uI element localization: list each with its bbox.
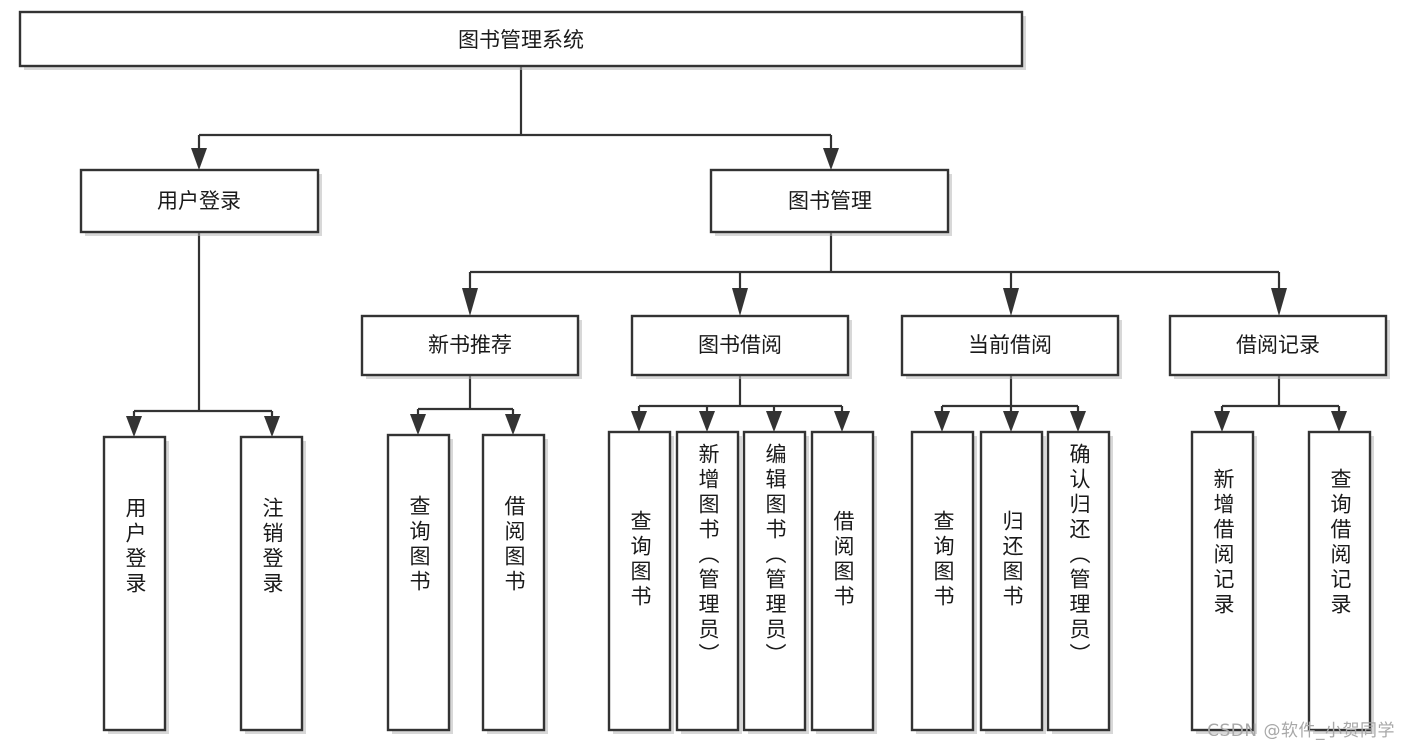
arrow-head-login-leaf-2 — [264, 416, 280, 437]
node-new-book-recommend[interactable]: 新书推荐 — [360, 314, 582, 379]
book-borrow-label: 图书借阅 — [698, 333, 782, 357]
arrow-head-cb-leaf-1 — [934, 411, 950, 432]
book-borrow-box — [630, 314, 850, 377]
node-book-borrow[interactable]: 图书借阅 — [630, 314, 852, 379]
leaf-borrow-record-2[interactable] — [1307, 430, 1374, 734]
arrow-head-br-leaf-2 — [1331, 411, 1347, 432]
leaf-box — [675, 430, 740, 732]
root-box — [18, 10, 1024, 68]
arrow-head-new-book — [462, 288, 478, 316]
leaf-box — [1190, 430, 1255, 732]
leaf-box — [239, 435, 304, 732]
leaf-new-book-recommend-1[interactable] — [386, 433, 453, 734]
leaf-new-book-recommend-2[interactable] — [481, 433, 548, 734]
arrow-head-login-leaf-1 — [126, 416, 142, 437]
leaf-box — [102, 435, 167, 732]
leaf-box — [607, 430, 672, 732]
arrow-head-bb-leaf-2 — [699, 411, 715, 432]
leaf-book-borrow-3[interactable] — [742, 430, 809, 734]
node-current-borrow[interactable]: 当前借阅 — [900, 314, 1122, 379]
node-root[interactable]: 图书管理系统 — [18, 10, 1026, 70]
new-book-recommend-box — [360, 314, 580, 377]
arrow-head-bb-leaf-4 — [834, 411, 850, 432]
arrow-head-book-borrow — [732, 288, 748, 316]
csdn-watermark: CSDN @软件_小贺同学 — [1207, 721, 1395, 741]
node-user-login[interactable]: 用户登录 — [79, 168, 322, 236]
node-book-management[interactable]: 图书管理 — [709, 168, 952, 236]
leaf-current-borrow-2[interactable] — [979, 430, 1046, 734]
book-management-label: 图书管理 — [788, 189, 872, 213]
leaf-book-borrow-2[interactable] — [675, 430, 742, 734]
arrow-head-bb-leaf-3 — [766, 411, 782, 432]
arrow-head-current-borrow — [1003, 288, 1019, 316]
arrow-head-bookmgmt — [823, 148, 839, 170]
leaf-book-borrow-4[interactable] — [810, 430, 877, 734]
arrow-head-nbr-leaf-1 — [410, 414, 426, 435]
leaf-user-login-2[interactable] — [239, 435, 306, 734]
current-borrow-label: 当前借阅 — [968, 333, 1052, 357]
user-login-box — [79, 168, 320, 234]
arrow-head-bb-leaf-1 — [631, 411, 647, 432]
leaf-box — [742, 430, 807, 732]
book-management-box — [709, 168, 950, 234]
leaf-box — [1046, 430, 1111, 732]
node-borrow-record[interactable]: 借阅记录 — [1168, 314, 1390, 379]
arrow-head-nbr-leaf-2 — [505, 414, 521, 435]
leaf-box — [810, 430, 875, 732]
leaf-box — [386, 433, 451, 732]
arrow-head-br-leaf-1 — [1214, 411, 1230, 432]
arrow-head-cb-leaf-2 — [1003, 411, 1019, 432]
arrow-head-cb-leaf-3 — [1070, 411, 1086, 432]
leaf-current-borrow-3[interactable] — [1046, 430, 1113, 734]
leaf-user-login-1[interactable] — [102, 435, 169, 734]
leaf-box — [979, 430, 1044, 732]
root-label: 图书管理系统 — [458, 28, 584, 52]
arrow-head-login — [191, 148, 207, 170]
arrow-head-borrow-record — [1271, 288, 1287, 316]
new-book-recommend-label: 新书推荐 — [428, 333, 512, 357]
leaf-box — [481, 433, 546, 732]
borrow-record-label: 借阅记录 — [1236, 333, 1320, 357]
connector-group — [126, 66, 1347, 437]
user-login-label: 用户登录 — [157, 189, 241, 213]
leaf-borrow-record-1[interactable] — [1190, 430, 1257, 734]
current-borrow-box — [900, 314, 1120, 377]
leaf-book-borrow-1[interactable] — [607, 430, 674, 734]
borrow-record-box — [1168, 314, 1388, 377]
leaf-box — [910, 430, 975, 732]
leaf-box — [1307, 430, 1372, 732]
leaf-current-borrow-1[interactable] — [910, 430, 977, 734]
